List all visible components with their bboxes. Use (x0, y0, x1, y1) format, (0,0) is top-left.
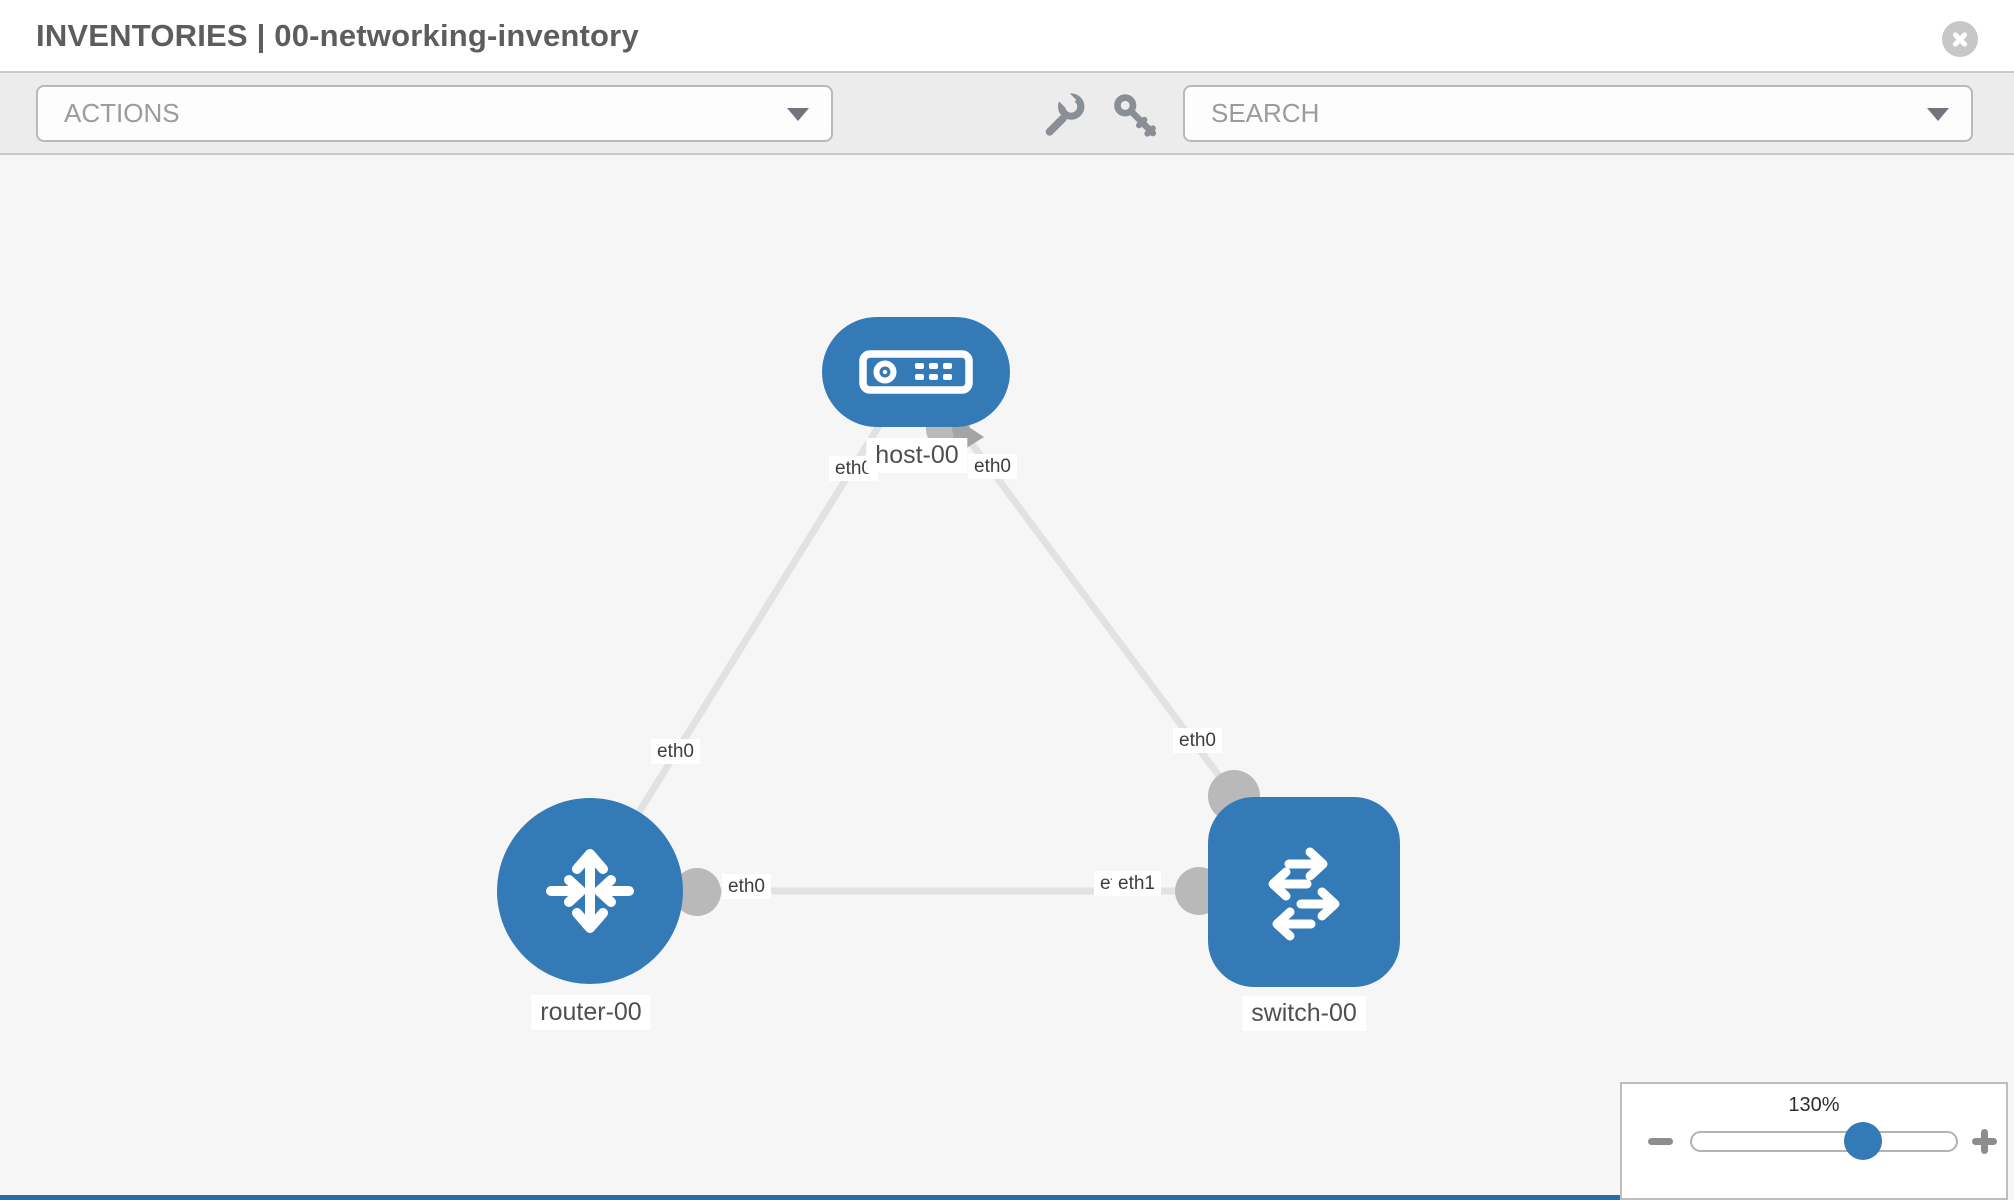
zoom-slider-thumb[interactable] (1844, 1122, 1882, 1160)
router-icon (546, 849, 634, 933)
plus-icon-bar (1981, 1129, 1988, 1154)
zoom-slider-track[interactable] (1690, 1131, 1958, 1152)
node-label-router: router-00 (531, 995, 651, 1030)
interface-label: eth0 (651, 739, 700, 764)
toolbar: ACTIONS SEARCH (0, 71, 2014, 155)
actions-dropdown-label: ACTIONS (64, 98, 180, 128)
page-title: INVENTORIES | 00-networking-inventory (36, 17, 639, 53)
host-icon (859, 350, 973, 394)
interface-label: eth0 (722, 874, 771, 899)
search-placeholder: SEARCH (1211, 98, 1320, 128)
zoom-in-icon[interactable] (1972, 1129, 1997, 1154)
link-host-router[interactable] (587, 398, 898, 893)
interface-dot-router[interactable] (673, 868, 721, 916)
actions-dropdown[interactable]: ACTIONS (36, 85, 833, 142)
close-icon[interactable] (1942, 21, 1978, 57)
key-icon[interactable] (1112, 91, 1160, 139)
node-router[interactable] (497, 798, 683, 984)
node-switch[interactable] (1208, 797, 1400, 987)
zoom-level-value: 130% (1788, 1094, 1840, 1116)
wrench-icon[interactable] (1040, 91, 1088, 139)
header: INVENTORIES | 00-networking-inventory (0, 0, 2014, 71)
node-label-host: host-00 (866, 438, 968, 473)
interface-label: eth0 (1173, 728, 1222, 753)
zoom-out-icon[interactable] (1648, 1138, 1673, 1145)
chevron-down-icon (1927, 107, 1949, 121)
links-layer (587, 398, 1260, 916)
search-dropdown[interactable]: SEARCH (1183, 85, 1973, 142)
topology-canvas[interactable]: eth0 eth0 eth0 eth0 eth0 eth0 eth1 host-… (0, 155, 2014, 1200)
node-host[interactable] (822, 317, 1010, 427)
footer-accent-bar (0, 1195, 1620, 1200)
node-label-switch: switch-00 (1242, 996, 1366, 1031)
chevron-down-icon (787, 107, 809, 121)
interface-label: eth0 (968, 454, 1017, 479)
switch-icon (1268, 847, 1340, 941)
interface-label: eth1 (1112, 871, 1161, 896)
zoom-widget: 130% (1620, 1082, 2008, 1200)
